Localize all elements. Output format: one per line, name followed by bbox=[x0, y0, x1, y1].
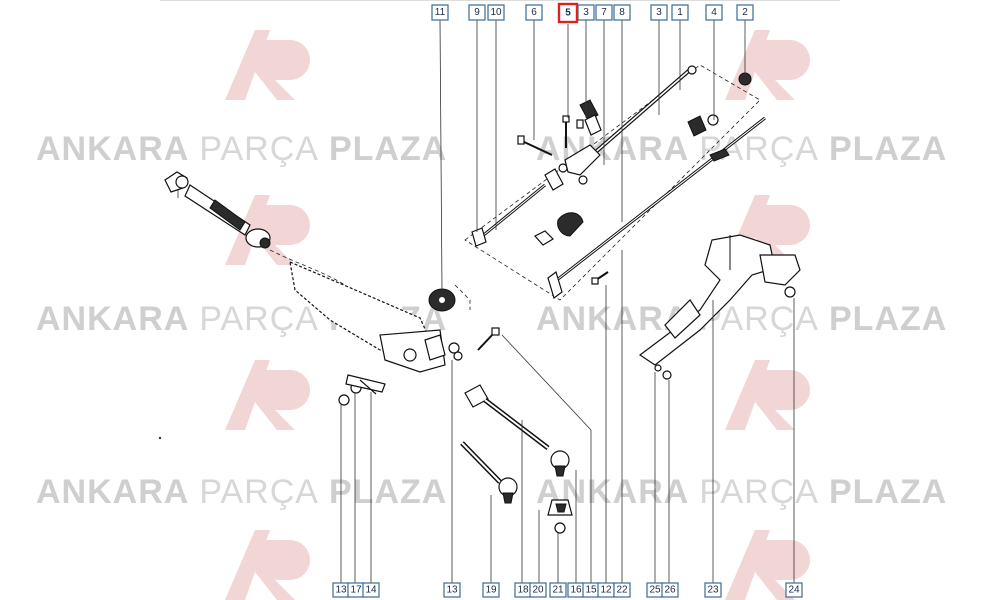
part-label: 1 bbox=[671, 4, 689, 21]
exploded-view-frame bbox=[464, 64, 761, 301]
rack-bushes bbox=[579, 72, 752, 137]
part-label: 2 bbox=[736, 4, 754, 21]
svg-text:1: 1 bbox=[677, 7, 683, 18]
part-label: 3 bbox=[650, 4, 668, 21]
svg-text:7: 7 bbox=[601, 7, 607, 18]
part-label: 22 bbox=[613, 582, 631, 598]
steering-rack-drawing bbox=[158, 64, 801, 534]
part-label: 7 bbox=[595, 4, 613, 21]
part-label: 17 bbox=[347, 582, 365, 598]
svg-text:4: 4 bbox=[711, 7, 717, 18]
long-rack-bar bbox=[547, 116, 766, 299]
part-label: 3 bbox=[577, 4, 595, 21]
svg-text:21: 21 bbox=[552, 585, 564, 596]
part-label: 15 bbox=[582, 582, 600, 598]
dust-boot bbox=[547, 499, 573, 534]
watermark-logo bbox=[725, 360, 810, 430]
svg-text:6: 6 bbox=[531, 7, 537, 18]
svg-text:20: 20 bbox=[532, 585, 544, 596]
part-label: 10 bbox=[487, 4, 505, 21]
svg-text:3: 3 bbox=[583, 7, 589, 18]
svg-text:2: 2 bbox=[742, 7, 748, 18]
watermark-logo bbox=[225, 530, 310, 600]
part-label: 14 bbox=[362, 582, 380, 598]
part-label: 11 bbox=[431, 4, 449, 21]
part-label: 6 bbox=[525, 4, 543, 21]
leader-lines bbox=[340, 19, 795, 583]
watermark-logo bbox=[725, 30, 810, 100]
inner-tie-rod bbox=[460, 441, 518, 504]
part-label: 18 bbox=[514, 582, 532, 598]
svg-text:24: 24 bbox=[788, 585, 800, 596]
svg-text:12: 12 bbox=[600, 585, 612, 596]
part-label: 26 bbox=[661, 582, 679, 598]
svg-text:23: 23 bbox=[707, 585, 719, 596]
top-part-labels: 11 9 10 6 5 3 7 8 3 1 4 2 bbox=[431, 2, 754, 24]
center-fasteners bbox=[448, 327, 500, 361]
part-label: 20 bbox=[529, 582, 547, 598]
svg-text:5: 5 bbox=[565, 8, 571, 19]
column-support-arm bbox=[638, 234, 801, 380]
watermark-logo bbox=[225, 360, 310, 430]
part-label: 25 bbox=[646, 582, 664, 598]
svg-text:25: 25 bbox=[649, 585, 661, 596]
svg-text:11: 11 bbox=[435, 7, 446, 18]
part-label: 16 bbox=[567, 582, 585, 598]
svg-text:3: 3 bbox=[656, 7, 662, 18]
steering-rack-assembly bbox=[164, 171, 446, 373]
outer-tie-rod bbox=[464, 384, 570, 477]
flexible-coupling bbox=[428, 288, 456, 312]
watermark-logo bbox=[725, 530, 810, 600]
part-label: 24 bbox=[785, 582, 803, 598]
svg-text:22: 22 bbox=[616, 585, 628, 596]
svg-text:18: 18 bbox=[517, 585, 529, 596]
part-label: 23 bbox=[704, 582, 722, 598]
part-label: 13 bbox=[332, 582, 350, 598]
part-label: 19 bbox=[482, 582, 500, 598]
mounting-bracket bbox=[471, 144, 601, 247]
part-label: 8 bbox=[613, 4, 631, 21]
svg-text:9: 9 bbox=[474, 7, 480, 18]
svg-text:19: 19 bbox=[485, 585, 497, 596]
part-label: 13 bbox=[443, 582, 461, 598]
svg-text:13: 13 bbox=[335, 585, 347, 596]
svg-text:17: 17 bbox=[350, 585, 362, 596]
svg-text:15: 15 bbox=[585, 585, 597, 596]
part-label: 12 bbox=[597, 582, 615, 598]
svg-text:13: 13 bbox=[446, 585, 458, 596]
svg-text:26: 26 bbox=[664, 585, 676, 596]
part-label-highlighted: 5 bbox=[557, 2, 579, 24]
watermark-logo bbox=[225, 30, 310, 100]
svg-text:10: 10 bbox=[490, 7, 502, 18]
svg-text:8: 8 bbox=[619, 7, 625, 18]
bolts bbox=[517, 115, 588, 185]
svg-text:14: 14 bbox=[365, 585, 377, 596]
part-label: 9 bbox=[468, 4, 486, 21]
part-label: 4 bbox=[705, 4, 723, 21]
part-label: 21 bbox=[549, 582, 567, 598]
svg-text:16: 16 bbox=[570, 585, 582, 596]
bottom-part-labels: 13 17 14 13 19 18 20 21 16 15 12 22 25 2… bbox=[332, 582, 803, 598]
clamp-parts-left bbox=[338, 374, 386, 406]
